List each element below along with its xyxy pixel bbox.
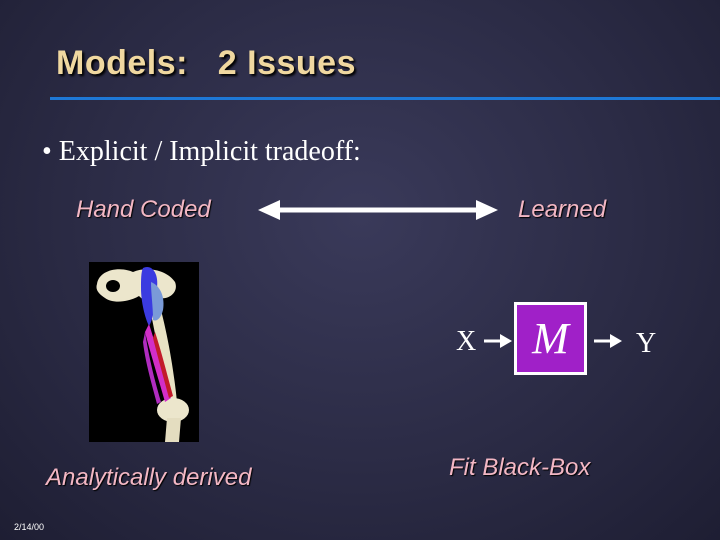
leg-muscle-illustration — [89, 262, 199, 442]
input-x-label: X — [456, 326, 477, 357]
label-learned: Learned — [518, 196, 607, 223]
caption-analytically-derived: Analytically derived — [46, 464, 252, 491]
title-underline — [50, 97, 720, 100]
arrow-right-icon — [594, 334, 622, 348]
model-black-box: M — [514, 302, 587, 375]
model-label: M — [532, 313, 569, 363]
double-arrow-icon — [258, 200, 498, 220]
slide-date: 2/14/00 — [14, 522, 45, 532]
slide-title: Models: 2 Issues — [56, 44, 356, 82]
output-y-label: Y — [636, 328, 657, 359]
caption-fit-black-box: Fit Black-Box — [449, 454, 591, 481]
arrow-right-icon — [484, 334, 512, 348]
bullet-explicit-implicit: • Explicit / Implicit tradeoff: — [42, 136, 361, 167]
label-hand-coded: Hand Coded — [76, 196, 211, 223]
